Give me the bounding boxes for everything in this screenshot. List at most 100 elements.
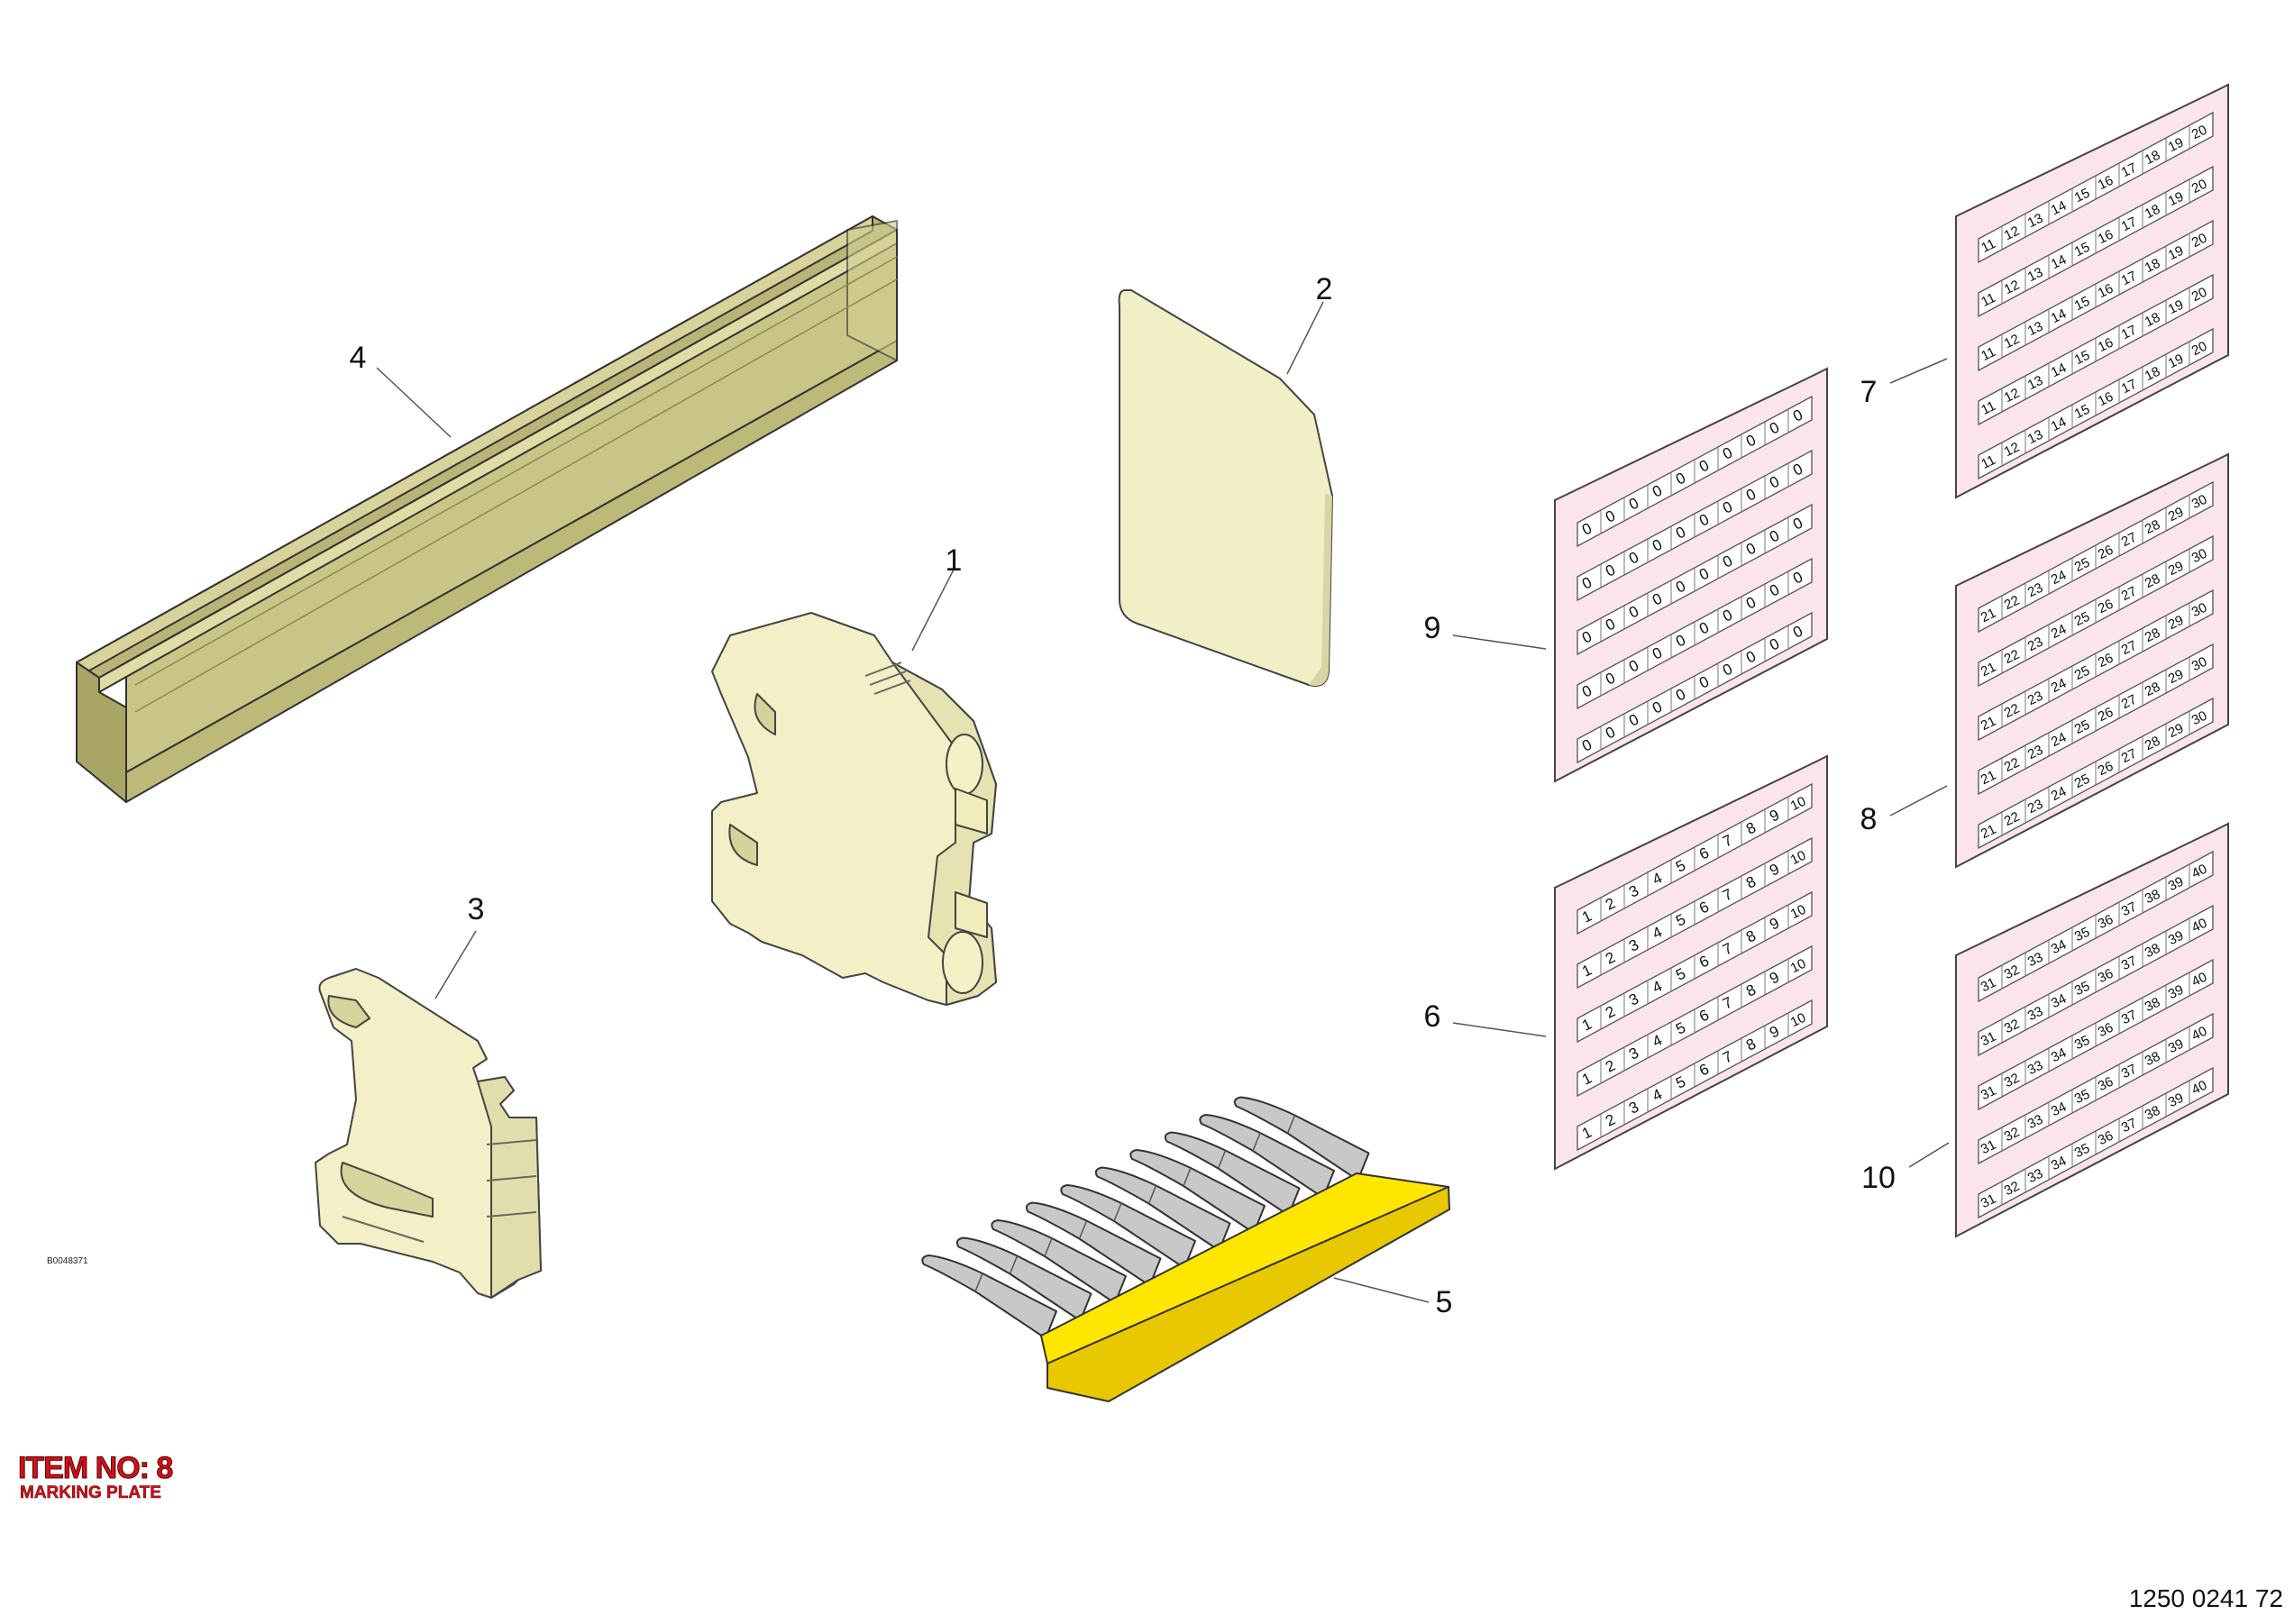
- marker-label: 20: [2189, 231, 2209, 251]
- marker-label: 16: [2096, 281, 2116, 302]
- jumper-pin: [1129, 1149, 1266, 1234]
- marker-label: 18: [2143, 148, 2162, 169]
- marker-label: 33: [2025, 1166, 2045, 1187]
- marker-label: 29: [2166, 721, 2186, 742]
- marker-card-10: 3132333435363738394031323334353637383940…: [1955, 822, 2229, 1238]
- marker-label: 32: [2002, 1071, 2022, 1091]
- marker-label: 13: [2025, 211, 2045, 232]
- marker-label: 23: [2025, 797, 2045, 817]
- end-clamp-part-3: [315, 968, 542, 1299]
- marker-label: 36: [2096, 1074, 2116, 1095]
- marker-label: 14: [2049, 415, 2069, 435]
- marker-label: 40: [2189, 916, 2209, 936]
- callout-10: 10: [1861, 1161, 1896, 1195]
- marker-label: 33: [2025, 950, 2045, 971]
- marker-label: 17: [2119, 269, 2139, 289]
- marker-label: 24: [2049, 622, 2069, 643]
- marker-label: 12: [2002, 278, 2022, 298]
- marker-label: 36: [2096, 1020, 2116, 1041]
- marker-label: 33: [2025, 1004, 2045, 1025]
- marker-label: 19: [2166, 297, 2186, 318]
- marker-label: 18: [2143, 364, 2162, 385]
- marker-label: 15: [2072, 348, 2092, 369]
- marker-label: 22: [2002, 701, 2022, 722]
- marker-label: 21: [1979, 822, 1998, 843]
- marker-label: 26: [2096, 705, 2116, 725]
- marker-label: 14: [2049, 252, 2069, 273]
- marker-label: 13: [2025, 373, 2045, 394]
- marker-card-7: 1112131415161718192011121314151617181920…: [1955, 83, 2229, 499]
- jumper-bar-front: [1046, 1186, 1450, 1402]
- marker-label: 37: [2119, 1062, 2139, 1082]
- marker-label: 28: [2143, 571, 2162, 592]
- marker-label: 35: [2072, 1033, 2092, 1054]
- marker-label: 19: [2166, 243, 2186, 264]
- marker-label: 17: [2119, 377, 2139, 397]
- jumper-pin: [1164, 1131, 1301, 1217]
- marker-label: 18: [2143, 202, 2162, 223]
- marker-label: 34: [2049, 1045, 2069, 1066]
- marker-label: 28: [2143, 734, 2162, 754]
- marker-label: 31: [1979, 1029, 1998, 1050]
- marker-label: 11: [1979, 290, 1997, 310]
- marker-label: 24: [2049, 784, 2069, 805]
- marker-card-6: 1234567891012345678910123456789101234567…: [1554, 754, 1828, 1171]
- marker-label: 28: [2143, 680, 2162, 700]
- marker-label: 36: [2096, 912, 2116, 933]
- marker-label: 13: [2025, 319, 2045, 340]
- marker-label: 11: [1979, 344, 1997, 364]
- marker-label: 10: [1788, 902, 1808, 923]
- marker-label: 30: [2189, 546, 2209, 567]
- marker-label: 17: [2119, 323, 2139, 343]
- marker-label: 27: [2119, 584, 2139, 605]
- marker-label: 25: [2072, 771, 2092, 792]
- jumper-pin: [991, 1219, 1127, 1304]
- marker-label: 15: [2072, 240, 2092, 260]
- marker-label: 26: [2096, 759, 2116, 780]
- marker-label: 34: [2049, 1154, 2069, 1174]
- jumper-pin: [921, 1254, 1057, 1339]
- marker-label: 27: [2119, 638, 2139, 659]
- marker-label: 23: [2025, 743, 2045, 763]
- marker-label: 32: [2002, 1179, 2022, 1200]
- jumper-pin: [1199, 1114, 1335, 1199]
- marker-label: 22: [2002, 593, 2022, 614]
- marker-label: 38: [2143, 995, 2162, 1016]
- callout-2: 2: [1316, 272, 1333, 306]
- marker-label: 20: [2189, 339, 2209, 360]
- marker-label: 29: [2166, 559, 2186, 579]
- marker-label: 28: [2143, 625, 2162, 646]
- marker-label: 35: [2072, 1141, 2092, 1162]
- marker-label: 24: [2049, 568, 2069, 588]
- marker-label: 31: [1979, 975, 1998, 996]
- jumper-pins: [921, 1096, 1370, 1339]
- marker-label: 31: [1979, 1137, 1998, 1158]
- marker-label: 28: [2143, 517, 2162, 538]
- marker-label: 10: [1788, 794, 1808, 815]
- marker-label: 19: [2166, 135, 2186, 156]
- marker-label: 40: [2189, 970, 2209, 990]
- end-plate-part-2: [1118, 289, 1334, 687]
- marker-label: 35: [2072, 979, 2092, 999]
- marker-label: 39: [2166, 982, 2186, 1003]
- item-number: ITEM NO: 8: [17, 1451, 173, 1486]
- marker-label: 14: [2049, 306, 2069, 327]
- marker-label: 37: [2119, 953, 2139, 974]
- marker-label: 34: [2049, 1099, 2069, 1120]
- marker-label: 20: [2189, 285, 2209, 306]
- jumper-pin: [1094, 1166, 1231, 1252]
- marker-cards: 0000000000000000000000000000000000000000…: [1554, 83, 2229, 1238]
- marker-label: 29: [2166, 505, 2186, 525]
- marker-label: 20: [2189, 123, 2209, 143]
- marker-label: 11: [1979, 236, 1997, 256]
- marker-label: 38: [2143, 941, 2162, 962]
- marker-label: 23: [2025, 580, 2045, 601]
- marker-label: 35: [2072, 1087, 2092, 1108]
- marker-label: 33: [2025, 1058, 2045, 1079]
- marker-label: 31: [1979, 1191, 1998, 1212]
- marker-label: 39: [2166, 1036, 2186, 1057]
- marker-label: 39: [2166, 928, 2186, 949]
- jumper-pin: [1025, 1201, 1162, 1287]
- marker-label: 34: [2049, 937, 2069, 958]
- marker-label: 12: [2002, 386, 2022, 406]
